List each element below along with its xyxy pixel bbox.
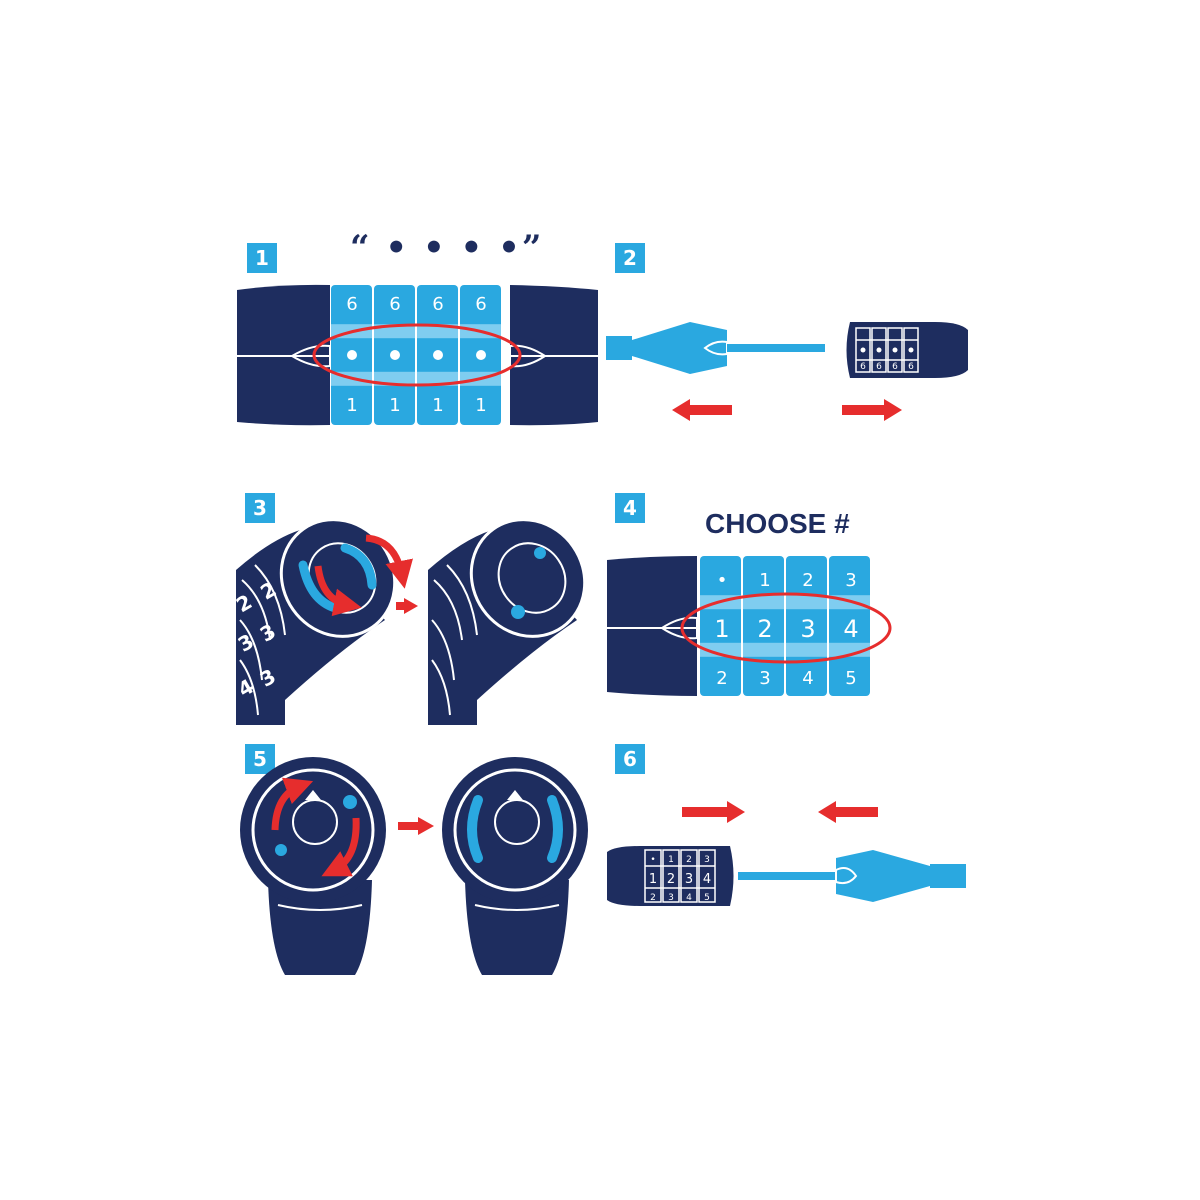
- svg-text:6: 6: [908, 362, 914, 372]
- wheel-digit: 1: [389, 395, 400, 416]
- wheel-digit: 1: [714, 615, 729, 643]
- arrow-left-icon: [818, 801, 878, 823]
- wheel-digit: 2: [716, 668, 727, 689]
- step2-plug: [606, 322, 825, 374]
- wheel-digit: 9: [346, 292, 357, 313]
- step5-lock-after: [442, 757, 588, 975]
- wheel-digit: 5: [704, 893, 710, 903]
- wheel-digit: 2: [757, 615, 772, 643]
- step-badge-6: 6: [615, 744, 645, 774]
- svg-text:6: 6: [876, 362, 882, 372]
- step-badge-5: 5: [245, 744, 275, 774]
- arrow-right-icon: [398, 817, 434, 835]
- top-row-digits: • 1 2 3: [717, 570, 857, 591]
- arrow-right-icon: [842, 399, 902, 421]
- wheel-digit: 1: [346, 395, 357, 416]
- wheel-digit: 1: [475, 395, 486, 416]
- dial-wheel: [829, 556, 870, 696]
- wheel-digit: 4: [703, 872, 711, 887]
- wheel-digit: 3: [800, 615, 815, 643]
- wheel-digit: 3: [685, 872, 693, 887]
- wheel-digit: 5: [845, 668, 856, 689]
- top-row-digits: 9 9 9 9: [346, 292, 486, 313]
- bottom-row-digits: 1 1 1 1: [346, 395, 486, 416]
- dial-wheel-band: [700, 642, 741, 657]
- wheel-digit: 2: [650, 893, 656, 903]
- rotate-arrow-icon: [314, 534, 413, 617]
- wheel-digit: 1: [668, 855, 674, 865]
- wheel-digit: 1: [759, 570, 770, 591]
- svg-text:6: 6: [892, 362, 898, 372]
- wheel-digit: 3: [668, 893, 674, 903]
- step5-lock-before: [240, 757, 386, 975]
- arrow-right-icon: [396, 598, 418, 614]
- wheel-digit: 9: [432, 292, 443, 313]
- step-badge-4: 4: [615, 493, 645, 523]
- wheel-digit: 2: [802, 570, 813, 591]
- step6-lock-head: • 1 2 3 1 2 3 4 2 3 4 5: [607, 846, 734, 906]
- step-badge-1: 1: [247, 243, 277, 273]
- wheel-digit: 3: [759, 668, 770, 689]
- highlight-ellipse: [680, 592, 892, 664]
- arrow-left-icon: [672, 399, 732, 421]
- step4-lock: • 1 2 3 1 2 3 4 2 3 4 5: [607, 556, 892, 696]
- dial-wheel-band: [743, 642, 784, 657]
- step3-lock-before: 2 2 3 3 4 3: [232, 518, 397, 725]
- bottom-row-digits: 2 3 4 5: [716, 668, 856, 689]
- wheel-digit: 1: [432, 395, 443, 416]
- wheel-digit: 4: [802, 668, 813, 689]
- svg-text:6: 6: [860, 362, 866, 372]
- wheel-digit: 2: [667, 872, 675, 887]
- wheel-digit: •: [650, 855, 655, 865]
- choose-number-label: CHOOSE #: [705, 508, 850, 539]
- wheel-digit: 2: [686, 855, 692, 865]
- dial-wheel-band: [786, 595, 827, 610]
- step1-lock: 9 9 9 9 1 1 1 1: [237, 284, 598, 426]
- arrow-right-icon: [682, 801, 745, 823]
- wheel-digit: •: [717, 570, 728, 591]
- wheel-digit: 1: [649, 872, 657, 887]
- step3-lock-after: [428, 518, 587, 725]
- highlight-ellipse: [312, 323, 522, 387]
- step-badge-3: 3: [245, 493, 275, 523]
- wheel-digit: 3: [704, 855, 710, 865]
- wheel-digit: 4: [843, 615, 858, 643]
- middle-row-digits: 1 2 3 4: [714, 615, 858, 643]
- dial-wheel-band: [743, 595, 784, 610]
- dial-wheel-band: [786, 642, 827, 657]
- wheel-digit: 9: [475, 292, 486, 313]
- wheel-digit: 3: [845, 570, 856, 591]
- cable-plug-icon: [738, 850, 966, 902]
- dial-wheel: [700, 556, 741, 696]
- middle-row-dots: [347, 350, 486, 360]
- step-badge-2: 2: [615, 243, 645, 273]
- wheel-digit: 4: [686, 893, 692, 903]
- wheel-digit: 9: [389, 292, 400, 313]
